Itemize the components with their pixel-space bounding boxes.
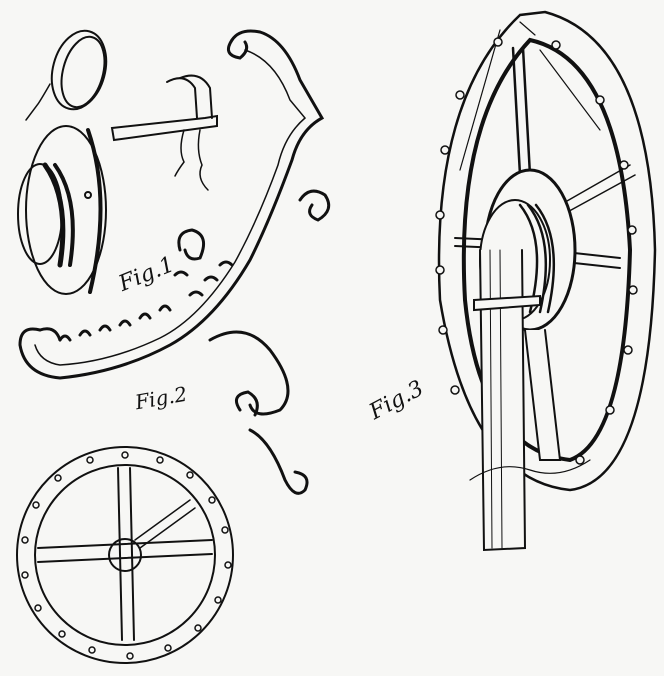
wheel-front-view: [16, 446, 234, 664]
bracket-part: [110, 74, 218, 191]
disc-part: [17, 125, 107, 295]
wheel-perspective-view: [435, 10, 657, 552]
ornate-frame: [18, 29, 331, 495]
ring-part: [25, 29, 108, 121]
